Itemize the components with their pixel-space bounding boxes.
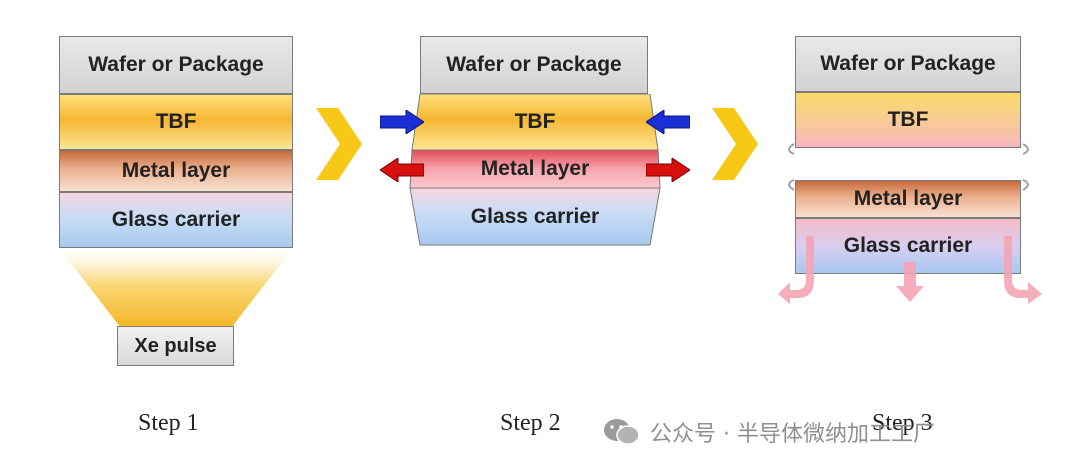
step1-tbf-label: TBF [155,110,197,133]
chevron-right-icon [712,108,758,180]
step3-wafer-label: Wafer or Package [820,52,996,75]
separation-mark-icon [1022,143,1029,191]
step1-wafer-label: Wafer or Package [88,53,264,76]
xe-pulse-label: Xe pulse [134,334,217,357]
heat-flow-arrow-icon [896,262,924,302]
step3-glass-label: Glass carrier [843,234,973,257]
step2-wafer-layer: Wafer or Package [420,36,648,94]
step2-glass-label: Glass carrier [470,204,600,228]
xe-pulse-box: Xe pulse [117,326,234,366]
step3-tbf-top-layer: TBF [795,92,1021,148]
arrow-inward-icon [646,110,690,134]
arrow-outward-icon [380,158,424,182]
separation-mark-icon [788,143,795,191]
step1-glass-label: Glass carrier [111,208,241,231]
chevron-right-icon [316,108,362,180]
step2-deformed-stack [409,94,661,246]
step1-tbf-layer: TBF [59,94,293,150]
watermark: 公众号 · 半导体微纳加工工厂 [602,416,935,448]
step2-glass-layer [409,187,661,246]
arrow-outward-icon [646,158,690,182]
arrow-inward-icon [380,110,424,134]
watermark-text: 公众号 · 半导体微纳加工工厂 [650,422,935,447]
step2-tbf-label: TBF [514,110,556,133]
step2-label: Step 2 [500,410,561,436]
step3-wafer-layer: Wafer or Package [795,36,1021,92]
step3-metal-layer: Metal layer [795,180,1021,218]
step1-metal-layer: Metal layer [59,150,293,192]
step3-label: Step 3 [872,410,933,436]
wechat-icon [604,419,640,445]
heat-flow-arrow-icon [778,236,814,304]
step2-metal-label: Metal layer [480,157,590,180]
xe-light-beam [59,248,293,328]
step3-metal-label: Metal layer [853,187,963,210]
step1-metal-label: Metal layer [121,159,231,182]
step1-wafer-layer: Wafer or Package [59,36,293,94]
step3-tbf-label: TBF [887,108,929,131]
step1-label: Step 1 [138,410,199,436]
heat-flow-arrow-icon [1004,236,1042,304]
step2-wafer-label: Wafer or Package [446,53,622,76]
step1-glass-layer: Glass carrier [59,192,293,248]
